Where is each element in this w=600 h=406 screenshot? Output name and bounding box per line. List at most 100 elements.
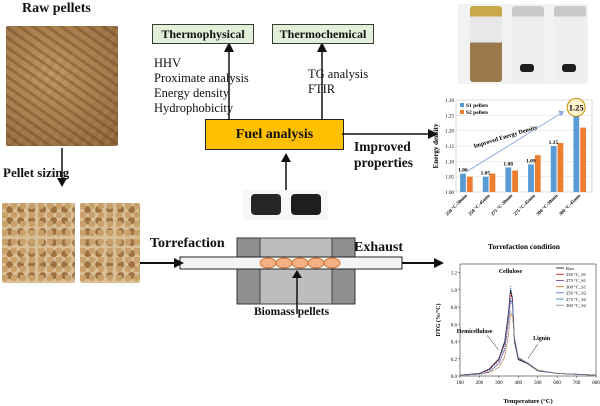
dtg-series-line bbox=[459, 285, 597, 376]
y-tick-label: 1.30 bbox=[445, 99, 454, 104]
x-tick-label: 300 bbox=[495, 381, 503, 386]
up-arrow-fuel bbox=[281, 153, 291, 190]
hemicellulose-pointer bbox=[487, 335, 500, 351]
x-tick-label: 800 bbox=[592, 381, 600, 386]
y-tick-label: 1.15 bbox=[445, 145, 454, 150]
biomass-pellets-label: Biomass pellets bbox=[254, 306, 330, 318]
improved-properties-label: Improved properties bbox=[354, 139, 413, 170]
annotation-hemicellulose: Hemicellulose bbox=[457, 329, 493, 335]
y-tick-label: 1.20 bbox=[445, 130, 454, 135]
y-tick-label: 1.10 bbox=[445, 160, 454, 165]
legend-label: 275 °C_S1 bbox=[566, 278, 587, 283]
thermophysical-item: HHV bbox=[154, 56, 182, 70]
y-tick-label: 0.8 bbox=[451, 306, 458, 311]
legend-label: 300 °C_S2 bbox=[566, 303, 587, 308]
data-label: 1.08 bbox=[503, 161, 513, 167]
y-tick-label: 1.2 bbox=[451, 272, 458, 277]
annotation-cellulose: Cellulose bbox=[499, 269, 523, 275]
x-tick-label: 500 bbox=[534, 381, 542, 386]
bar-s1 bbox=[550, 146, 557, 192]
annotation-lignin: Lignin bbox=[533, 336, 551, 342]
y-tick-label: 0.4 bbox=[451, 341, 458, 346]
highlight-circle bbox=[566, 97, 586, 117]
bar-s1 bbox=[528, 164, 534, 192]
plot-area bbox=[459, 263, 597, 377]
data-label: 1.06 bbox=[458, 168, 468, 174]
legend-label: S1 pellets bbox=[466, 103, 488, 109]
legend-label: 250 °C_S2 bbox=[566, 291, 587, 296]
x-tick-label: 400 bbox=[515, 381, 523, 386]
sized-pellets-photo-1 bbox=[2, 203, 75, 283]
x-tick-label: 300 °C-30min bbox=[536, 194, 560, 218]
trend-arrow bbox=[465, 110, 565, 173]
bar-s1 bbox=[460, 173, 466, 192]
thermochemical-item: TG analysis bbox=[308, 67, 369, 81]
data-label: 1.15 bbox=[549, 140, 559, 146]
legend-label: S2 pellets bbox=[466, 110, 488, 116]
torrefaction-reactor bbox=[140, 237, 444, 314]
data-label-highlight: 1.25 bbox=[569, 102, 584, 112]
dtg-series-line bbox=[459, 310, 597, 376]
exhaust-label: Exhaust bbox=[354, 240, 404, 255]
y-tick-label: 1.25 bbox=[445, 114, 454, 119]
thermophysical-list: HHV Proximate analysis Energy density Hy… bbox=[154, 56, 249, 116]
torrefied-pellets-photo bbox=[243, 190, 328, 220]
bar-s1 bbox=[482, 176, 489, 192]
bar-s1 bbox=[573, 115, 580, 192]
legend-label: 275 °C_S2 bbox=[566, 297, 587, 302]
bar-s1 bbox=[505, 167, 512, 192]
torrefaction-label: Torrefaction bbox=[150, 236, 225, 251]
thermophysical-item: Hydrophobicity bbox=[154, 101, 234, 115]
x-tick-label: 300 °C-45min bbox=[559, 194, 583, 218]
bar-s2 bbox=[557, 142, 564, 192]
y-tick-label: 0.6 bbox=[451, 323, 458, 328]
bar-s2 bbox=[580, 127, 587, 192]
x-tick-label: 200 bbox=[476, 381, 484, 386]
dtg-line-chart: 100 200 300 400 500 600 700 800 0.0 0.2 0.4 0.6 0.8 1… bbox=[435, 263, 600, 405]
y-tick-label: 0.0 bbox=[451, 375, 458, 380]
legend-swatch bbox=[460, 103, 464, 107]
thermophysical-item: Proximate analysis bbox=[154, 71, 249, 85]
thermochemical-box: Thermochemical bbox=[272, 24, 374, 44]
raw-pellets-label: Raw pellets bbox=[22, 1, 91, 16]
trend-arrowhead bbox=[558, 110, 565, 117]
raw-pellets-photo bbox=[6, 26, 118, 146]
legend-label: Raw bbox=[566, 266, 575, 271]
fuel-analysis-branch-arrows bbox=[224, 42, 327, 120]
y-tick-label: 1.00 bbox=[445, 191, 454, 196]
bar-s2 bbox=[512, 170, 519, 192]
down-arrow-sizing bbox=[57, 148, 67, 187]
y-tick-label: 1.05 bbox=[445, 176, 454, 181]
thermophysical-item: Energy density bbox=[154, 86, 230, 100]
data-label: 1.09 bbox=[526, 158, 536, 164]
y-axis-title: DTG (%/°C) bbox=[435, 304, 442, 337]
bar-s2 bbox=[534, 155, 541, 192]
thermophysical-box: Thermophysical bbox=[152, 24, 254, 44]
x-axis-title: Torrefaction condition bbox=[488, 242, 561, 251]
fuel-analysis-box: Fuel analysis bbox=[205, 119, 344, 150]
thermochemical-list: TG analysis FTIR bbox=[308, 67, 368, 97]
improved-properties-arrow bbox=[342, 129, 438, 139]
x-tick-label: 100 bbox=[456, 381, 464, 386]
data-label: 1.05 bbox=[481, 171, 491, 177]
thermochemical-item: FTIR bbox=[308, 82, 336, 96]
pellet-sizing-label: Pellet sizing bbox=[3, 165, 70, 180]
sized-pellets-photo-2 bbox=[80, 203, 140, 283]
bar-s2 bbox=[489, 173, 496, 192]
bar-s2 bbox=[466, 176, 473, 192]
x-tick-label: 700 bbox=[573, 381, 581, 386]
energy-density-bar-chart: 1.00 1.05 1.10 1.15 1.20 1.25 1.30 1.06 250 °C-3… bbox=[432, 97, 593, 251]
x-tick-label: 275 °C-45min bbox=[513, 194, 537, 218]
hydrophobicity-vials-photo bbox=[458, 4, 588, 84]
legend-label: 300 °C_S1 bbox=[566, 284, 587, 289]
y-tick-label: 1.0 bbox=[451, 289, 458, 294]
x-tick-label: 600 bbox=[553, 381, 561, 386]
y-axis-title: Energy density bbox=[432, 123, 440, 168]
lignin-pointer bbox=[527, 343, 538, 359]
y-tick-label: 0.2 bbox=[451, 358, 458, 363]
x-tick-label: 250 °C-30min bbox=[445, 194, 469, 218]
x-tick-label: 250 °C-45min bbox=[468, 194, 492, 218]
x-tick-label: 275 °C-30min bbox=[491, 194, 515, 218]
legend-label: 250 °C_S1 bbox=[566, 272, 587, 277]
dtg-series-line bbox=[459, 298, 597, 376]
